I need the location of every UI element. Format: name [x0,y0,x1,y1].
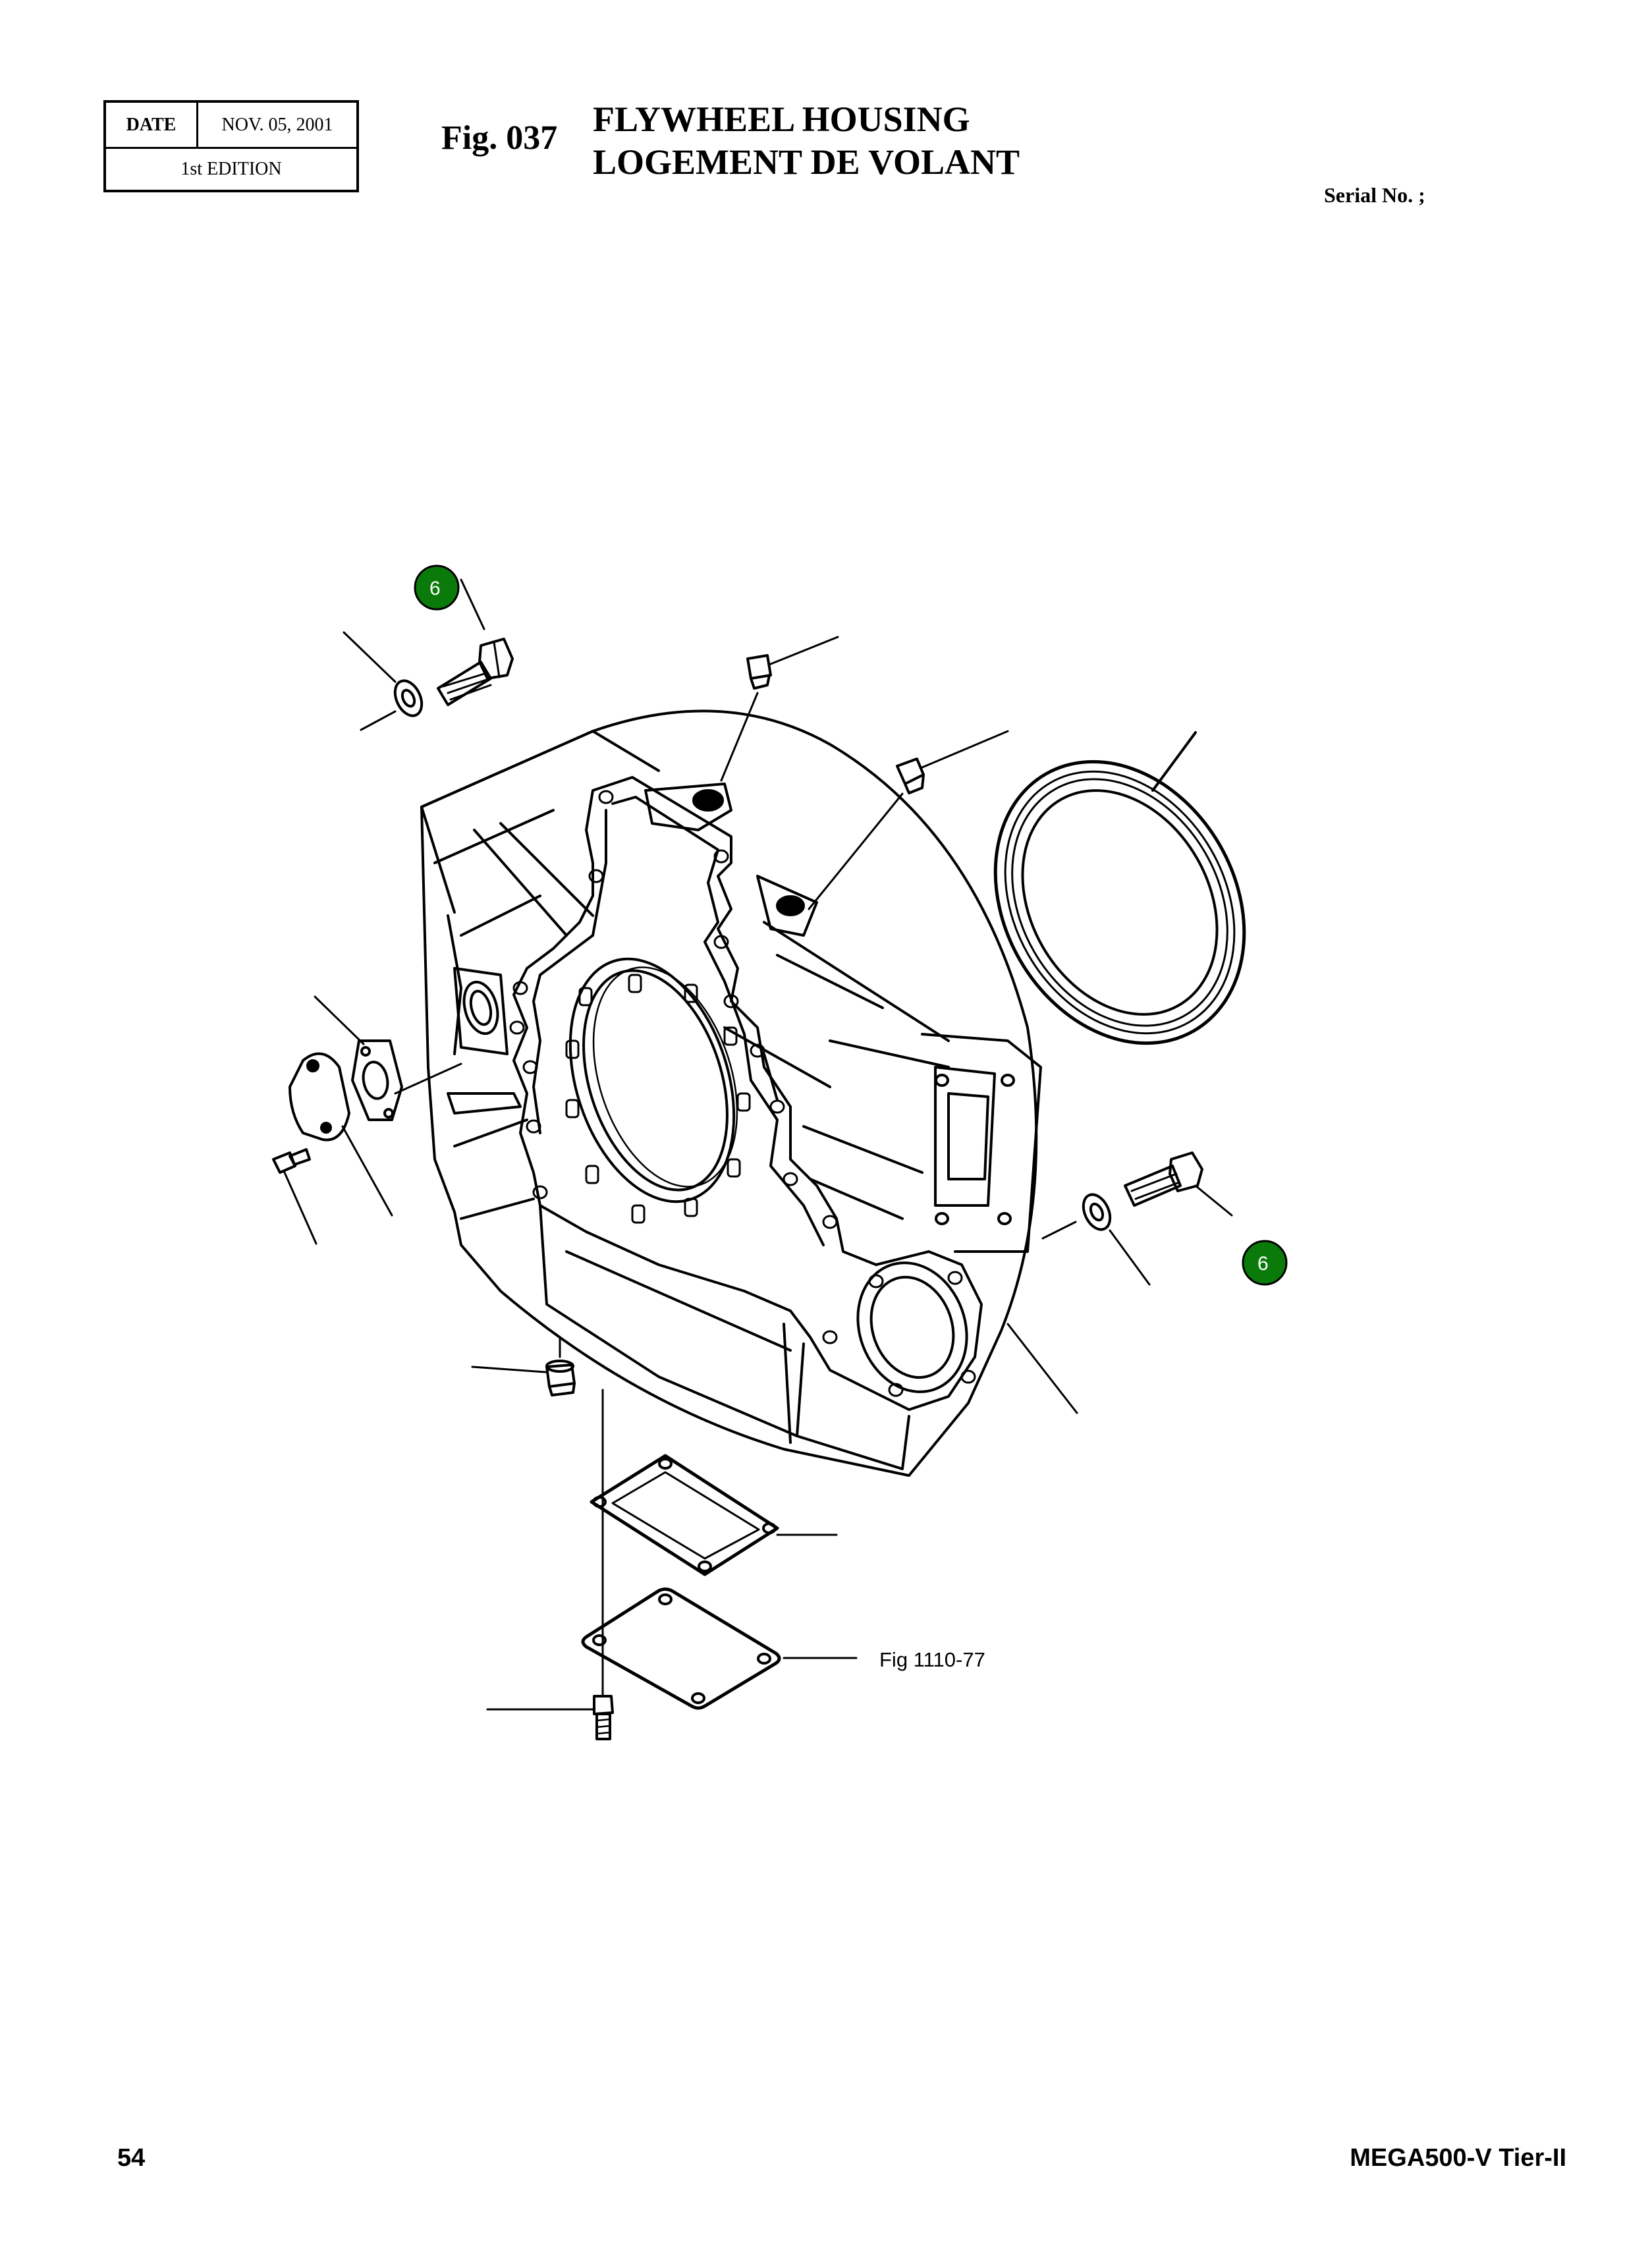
flywheel-housing [420,709,1042,1477]
bottom-cover [581,1588,858,1710]
date-label: DATE [106,103,198,147]
side-cover-plate [289,1052,393,1217]
figure-number: Fig. 037 [441,119,558,157]
callout-circle [1242,1240,1288,1286]
bottom-gasket [590,1454,838,1576]
side-cover-bolt [272,1148,317,1245]
side-gasket [314,995,462,1121]
housing-bolt-top [437,578,514,706]
edition-label: 1st EDITION [180,159,282,179]
callout-label: 6 [1257,1253,1269,1275]
title-english: FLYWHEEL HOUSING [593,99,970,139]
plug-top [720,636,839,782]
date-edition-box: DATE NOV. 05, 2001 1st EDITION [103,100,359,192]
housing-washer-top [343,631,424,731]
callout-right: 6 [1242,1240,1288,1286]
serial-number: Serial No. ; [1324,183,1425,207]
page-number: 54 [117,2144,146,2172]
callout-circle [414,565,460,611]
drain-plug [471,1336,576,1396]
bottom-cover-bolt [486,1695,614,1740]
date-value: NOV. 05, 2001 [221,114,333,135]
model-name: MEGA500-V Tier-II [1350,2144,1566,2172]
title-french: LOGEMENT DE VOLANT [593,142,1020,182]
date-row: DATE NOV. 05, 2001 [106,103,356,149]
plug-side [808,730,1009,910]
housing-washer-right [1041,1193,1151,1286]
housing-bolt-right [1124,1151,1233,1217]
figure-reference: Fig 1110-77 [879,1648,985,1671]
oil-seal-ring [993,731,1246,1045]
callout-top-left: 6 [414,565,460,611]
callout-label: 6 [429,578,441,599]
